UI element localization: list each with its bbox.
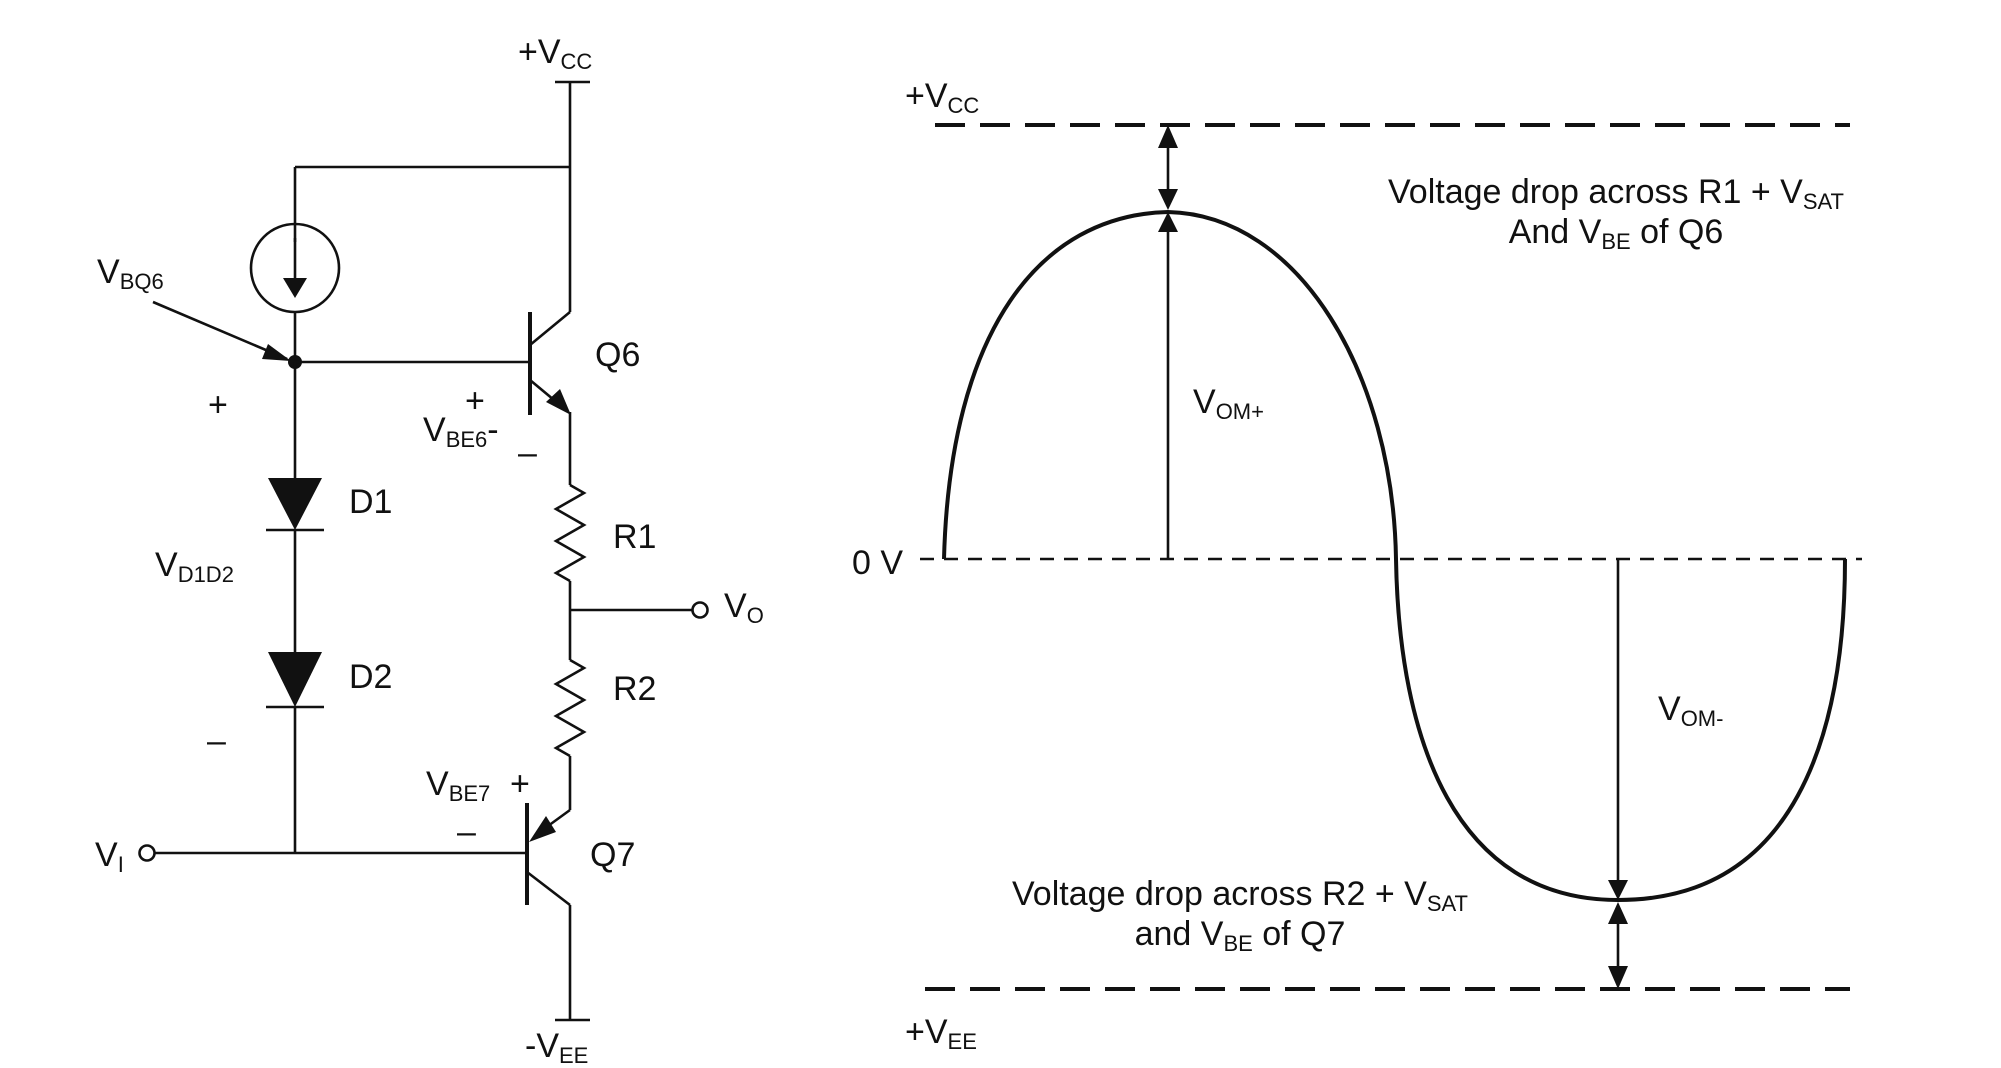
vom-plus-label: VOM+ bbox=[1193, 383, 1264, 424]
top-clearance-arrowhead-down bbox=[1158, 189, 1178, 210]
q6-label: Q6 bbox=[595, 336, 640, 374]
vbq6-pointer-arrowhead bbox=[262, 344, 291, 361]
r1-resistor bbox=[553, 483, 587, 583]
d1-label: D1 bbox=[349, 483, 392, 521]
zero-volt-label: 0 V bbox=[852, 544, 903, 582]
vbq6-label: VBQ6 bbox=[97, 253, 164, 294]
d2-diode bbox=[266, 652, 324, 709]
q7-pnp-transistor bbox=[525, 803, 572, 1020]
bottom-clearance-arrowhead-down bbox=[1608, 966, 1628, 989]
r1-label: R1 bbox=[613, 518, 656, 556]
vbe6-plus-sign: + bbox=[465, 382, 485, 420]
push-pull-output-stage-schematic: +VCC VBQ6 Q6 + + VBE6- – D1 R1 VD1D2 VO … bbox=[95, 33, 764, 1068]
top-clearance-arrowhead-up bbox=[1158, 125, 1178, 148]
bottom-clearance-note-line1: Voltage drop across R2 + VSAT bbox=[1012, 875, 1468, 916]
vbe6-minus-sign: – bbox=[518, 434, 537, 472]
waveform-vcc-label: +VCC bbox=[905, 77, 979, 118]
vi-label: VI bbox=[95, 836, 124, 877]
vom-minus-arrowhead bbox=[1608, 880, 1628, 900]
vo-label: VO bbox=[724, 587, 764, 628]
vbe7-minus-sign: – bbox=[457, 813, 476, 851]
vbe7-plus-sign: + bbox=[510, 765, 530, 803]
q6-npn-transistor bbox=[528, 310, 572, 485]
diode-plus-sign: + bbox=[208, 386, 228, 424]
d2-label: D2 bbox=[349, 658, 392, 696]
output-swing-waveform: +VCC 0 V +VEE VOM+ VOM- Voltage drop acr… bbox=[852, 77, 1862, 1054]
vom-plus-arrowhead bbox=[1158, 212, 1178, 232]
diode-minus-sign: – bbox=[207, 722, 226, 760]
top-clearance-note-line2: And VBE of Q6 bbox=[1509, 213, 1724, 254]
vbe6-label: VBE6- bbox=[423, 411, 499, 452]
r2-label: R2 bbox=[613, 670, 656, 708]
vee-supply-label: -VEE bbox=[525, 1027, 588, 1068]
top-clearance-note-line1: Voltage drop across R1 + VSAT bbox=[1388, 173, 1844, 214]
vbq6-pointer-line bbox=[152, 300, 288, 361]
vi-terminal-circle bbox=[138, 844, 156, 862]
d1-diode bbox=[266, 478, 324, 532]
bottom-clearance-arrowhead-up bbox=[1608, 902, 1628, 924]
vo-terminal-circle bbox=[691, 601, 709, 619]
waveform-vee-label: +VEE bbox=[905, 1013, 977, 1054]
vd1d2-label: VD1D2 bbox=[155, 546, 234, 587]
bottom-clearance-note-line2: and VBE of Q7 bbox=[1135, 915, 1346, 956]
vom-minus-label: VOM- bbox=[1658, 690, 1723, 731]
output-sine-wave bbox=[942, 209, 1847, 903]
vcc-supply-label: +VCC bbox=[518, 33, 592, 74]
q7-label: Q7 bbox=[590, 836, 635, 874]
vbe7-label: VBE7 bbox=[426, 765, 490, 806]
r2-resistor bbox=[553, 658, 587, 758]
